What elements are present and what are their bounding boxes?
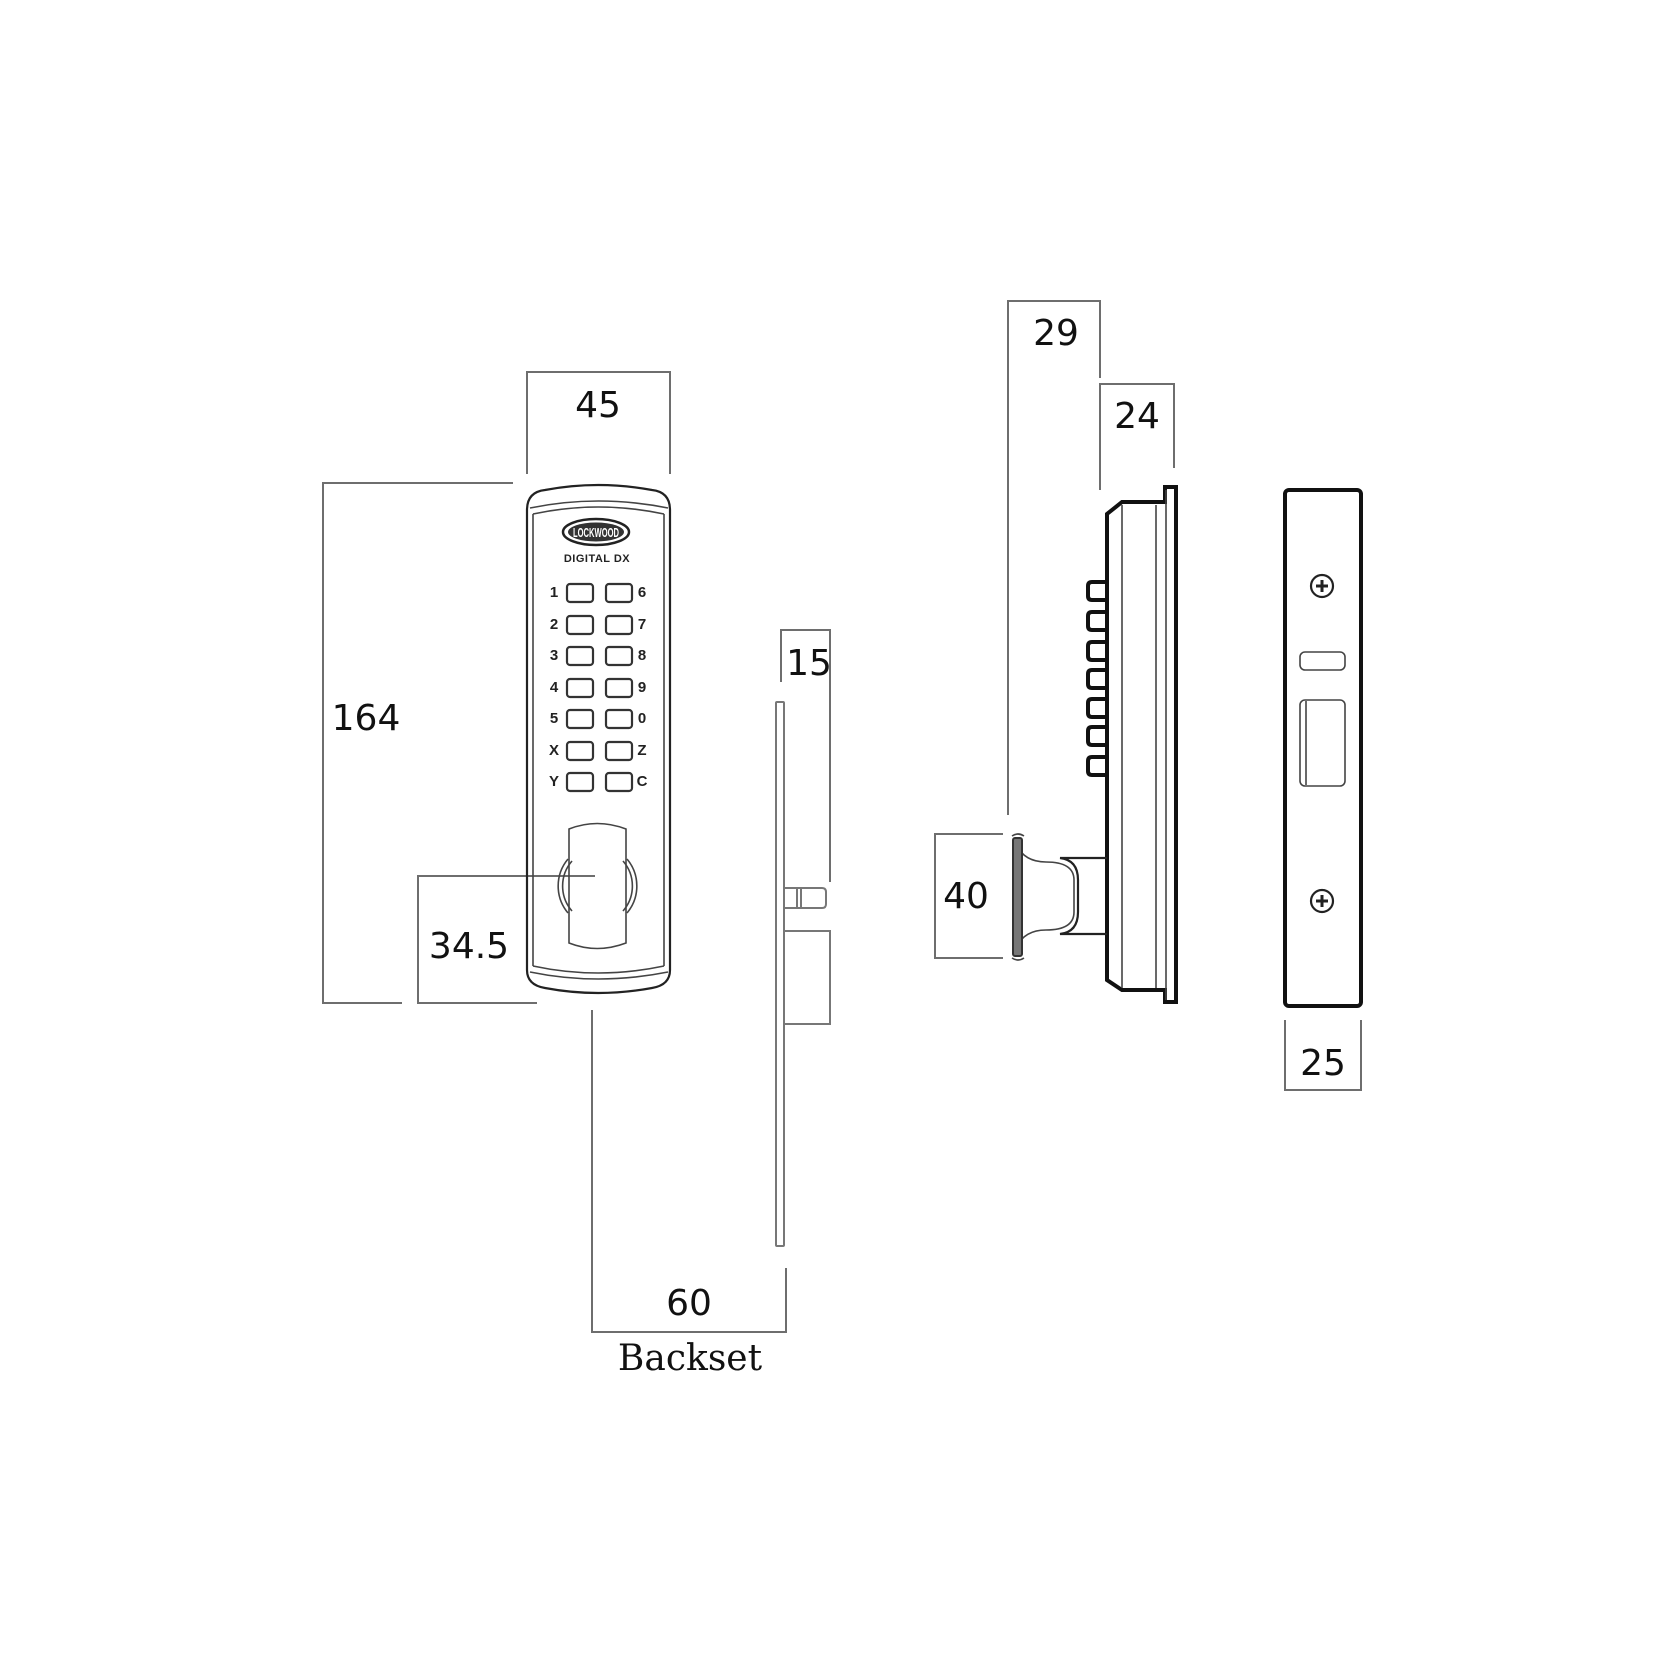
model-label: DIGITAL DX xyxy=(564,553,630,565)
housing-inner-lines xyxy=(1121,490,1167,1000)
faceplate-outline xyxy=(1283,488,1363,1008)
key-label: 1 xyxy=(550,584,558,601)
screw-icon xyxy=(1309,888,1335,914)
handle-height-dimension-label: 40 xyxy=(943,876,989,917)
height-dimension-line xyxy=(322,482,513,1004)
turn-handle xyxy=(557,822,638,950)
dead-bolt xyxy=(784,930,831,1025)
body-depth-dimension-line xyxy=(1099,383,1175,490)
latch-bolt xyxy=(784,887,827,909)
key-buttons xyxy=(565,582,634,793)
forend-plate xyxy=(775,701,785,1247)
key-label: 8 xyxy=(638,647,646,664)
bolt-projection-dimension-label: 15 xyxy=(786,643,832,684)
side-view: 29 24 40 xyxy=(934,300,1178,1004)
overall-depth-dimension-line xyxy=(1007,300,1101,815)
key-label: C xyxy=(637,773,648,790)
backset-dimension-label: 60 xyxy=(666,1283,712,1324)
spindle-dimension-line xyxy=(417,875,595,1004)
width-dimension-label: 45 xyxy=(575,385,621,426)
width-dimension-line xyxy=(526,371,671,474)
key-label: 0 xyxy=(638,710,646,727)
key-label: 9 xyxy=(638,679,646,696)
side-handle xyxy=(1011,833,1107,961)
latch-slot xyxy=(1299,651,1346,671)
side-key-buttons xyxy=(1086,580,1107,777)
key-label: 7 xyxy=(638,616,646,633)
handle-height-dimension-line xyxy=(934,833,1003,959)
overall-depth-dimension-label: 29 xyxy=(1033,313,1079,354)
bolt-opening xyxy=(1299,699,1346,787)
height-dimension-label: 164 xyxy=(332,698,401,739)
bolt-projection-dimension-line xyxy=(780,629,831,882)
svg-text:LOCKWOOD: LOCKWOOD xyxy=(573,525,619,540)
spindle-dimension-label: 34.5 xyxy=(429,926,509,967)
key-label: 2 xyxy=(550,616,558,633)
escutcheon xyxy=(525,483,672,995)
key-label: 3 xyxy=(550,647,558,664)
backset-dimension-line xyxy=(591,1010,787,1333)
lock-body-edge-view: 15 xyxy=(775,629,832,1247)
backset-caption: Backset xyxy=(618,1338,763,1379)
screw-icon xyxy=(1309,573,1335,599)
body-depth-dimension-label: 24 xyxy=(1114,396,1160,437)
key-label: 6 xyxy=(638,584,646,601)
faceplate-width-dimension-label: 25 xyxy=(1300,1043,1346,1084)
key-label: X xyxy=(549,742,559,759)
faceplate-view: 25 xyxy=(1283,488,1363,1091)
front-view: 45 164 34.5 LOCKWOOD DIGITAL DX 1 2 xyxy=(322,371,787,1379)
key-label: Z xyxy=(637,742,646,759)
key-label: Y xyxy=(549,773,559,790)
faceplate-width-dimension-line xyxy=(1284,1020,1362,1091)
key-label: 5 xyxy=(550,710,558,727)
key-label: 4 xyxy=(550,679,559,696)
brand-logo: LOCKWOOD xyxy=(561,517,631,547)
keypad: 1 2 3 4 5 X Y 6 7 8 9 0 Z C xyxy=(549,582,648,793)
keypad-housing-profile xyxy=(1105,485,1178,1004)
